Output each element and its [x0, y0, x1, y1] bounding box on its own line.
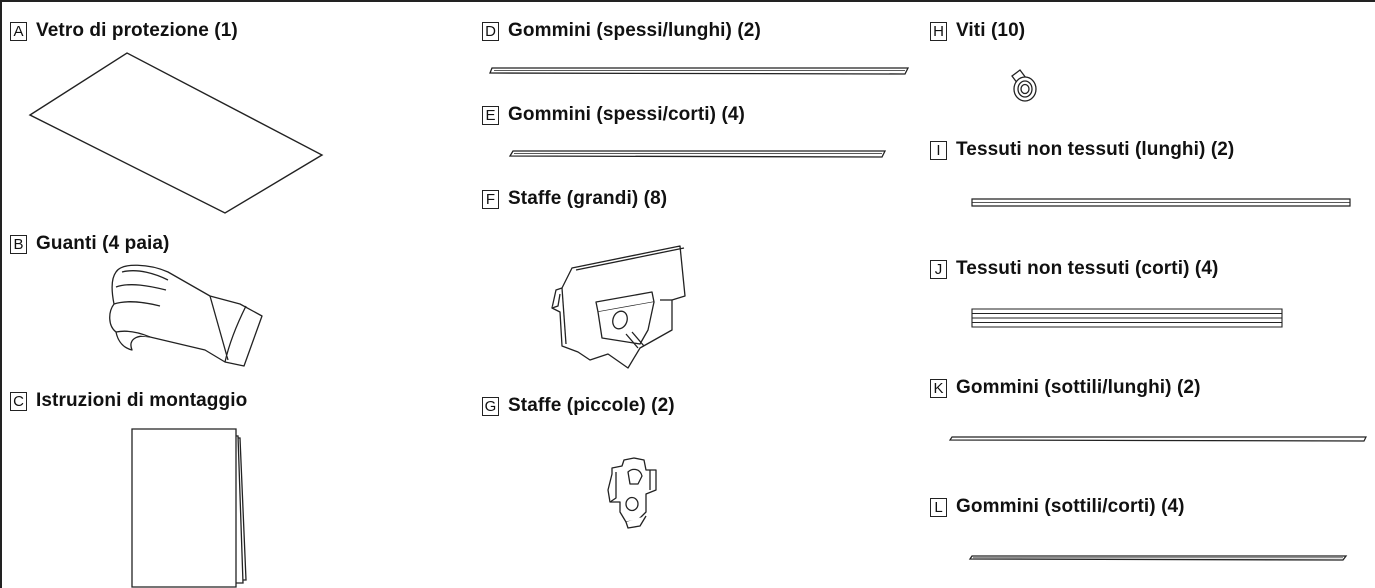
part-b-letter: B — [10, 234, 27, 254]
part-f-label: Staffe (grandi) (8) — [508, 188, 668, 209]
part-d-label: Gommini (spessi/lunghi) (2) — [508, 20, 761, 41]
part-l-label: Gommini (sottili/corti) (4) — [956, 496, 1185, 517]
part-c-heading: C Istruzioni di montaggio — [10, 390, 247, 412]
part-a-label: Vetro di protezione (1) — [36, 20, 238, 41]
part-j-label: Tessuti non tessuti (corti) (4) — [956, 258, 1219, 279]
part-i-heading: I Tessuti non tessuti (lunghi) (2) — [930, 139, 1234, 161]
part-b-heading: B Guanti (4 paia) — [10, 233, 169, 255]
part-k-heading: K Gommini (sottili/lunghi) (2) — [930, 377, 1201, 399]
part-d-heading: D Gommini (spessi/lunghi) (2) — [482, 20, 761, 42]
part-c-letter: C — [10, 391, 27, 411]
part-c-label: Istruzioni di montaggio — [36, 390, 248, 411]
part-b-label: Guanti (4 paia) — [36, 233, 170, 254]
part-h-letter: H — [930, 21, 947, 41]
part-e-label: Gommini (spessi/corti) (4) — [508, 104, 745, 125]
part-j-heading: J Tessuti non tessuti (corti) (4) — [930, 258, 1218, 280]
part-f-heading: F Staffe (grandi) (8) — [482, 188, 667, 210]
part-j-letter: J — [930, 259, 947, 279]
part-d-letter: D — [482, 21, 499, 41]
part-k-label: Gommini (sottili/lunghi) (2) — [956, 377, 1201, 398]
part-i-label: Tessuti non tessuti (lunghi) (2) — [956, 139, 1235, 160]
part-e-letter: E — [482, 105, 499, 125]
part-l-heading: L Gommini (sottili/corti) (4) — [930, 496, 1185, 518]
part-k-letter: K — [930, 378, 947, 398]
part-h-heading: H Viti (10) — [930, 20, 1025, 42]
part-a-letter: A — [10, 21, 27, 41]
part-g-label: Staffe (piccole) (2) — [508, 395, 675, 416]
part-a-heading: A Vetro di protezione (1) — [10, 20, 238, 42]
part-f-letter: F — [482, 189, 499, 209]
part-l-letter: L — [930, 497, 947, 517]
part-i-letter: I — [930, 140, 947, 160]
part-g-letter: G — [482, 396, 499, 416]
part-e-heading: E Gommini (spessi/corti) (4) — [482, 104, 745, 126]
part-g-heading: G Staffe (piccole) (2) — [482, 395, 675, 417]
part-h-label: Viti (10) — [956, 20, 1026, 41]
